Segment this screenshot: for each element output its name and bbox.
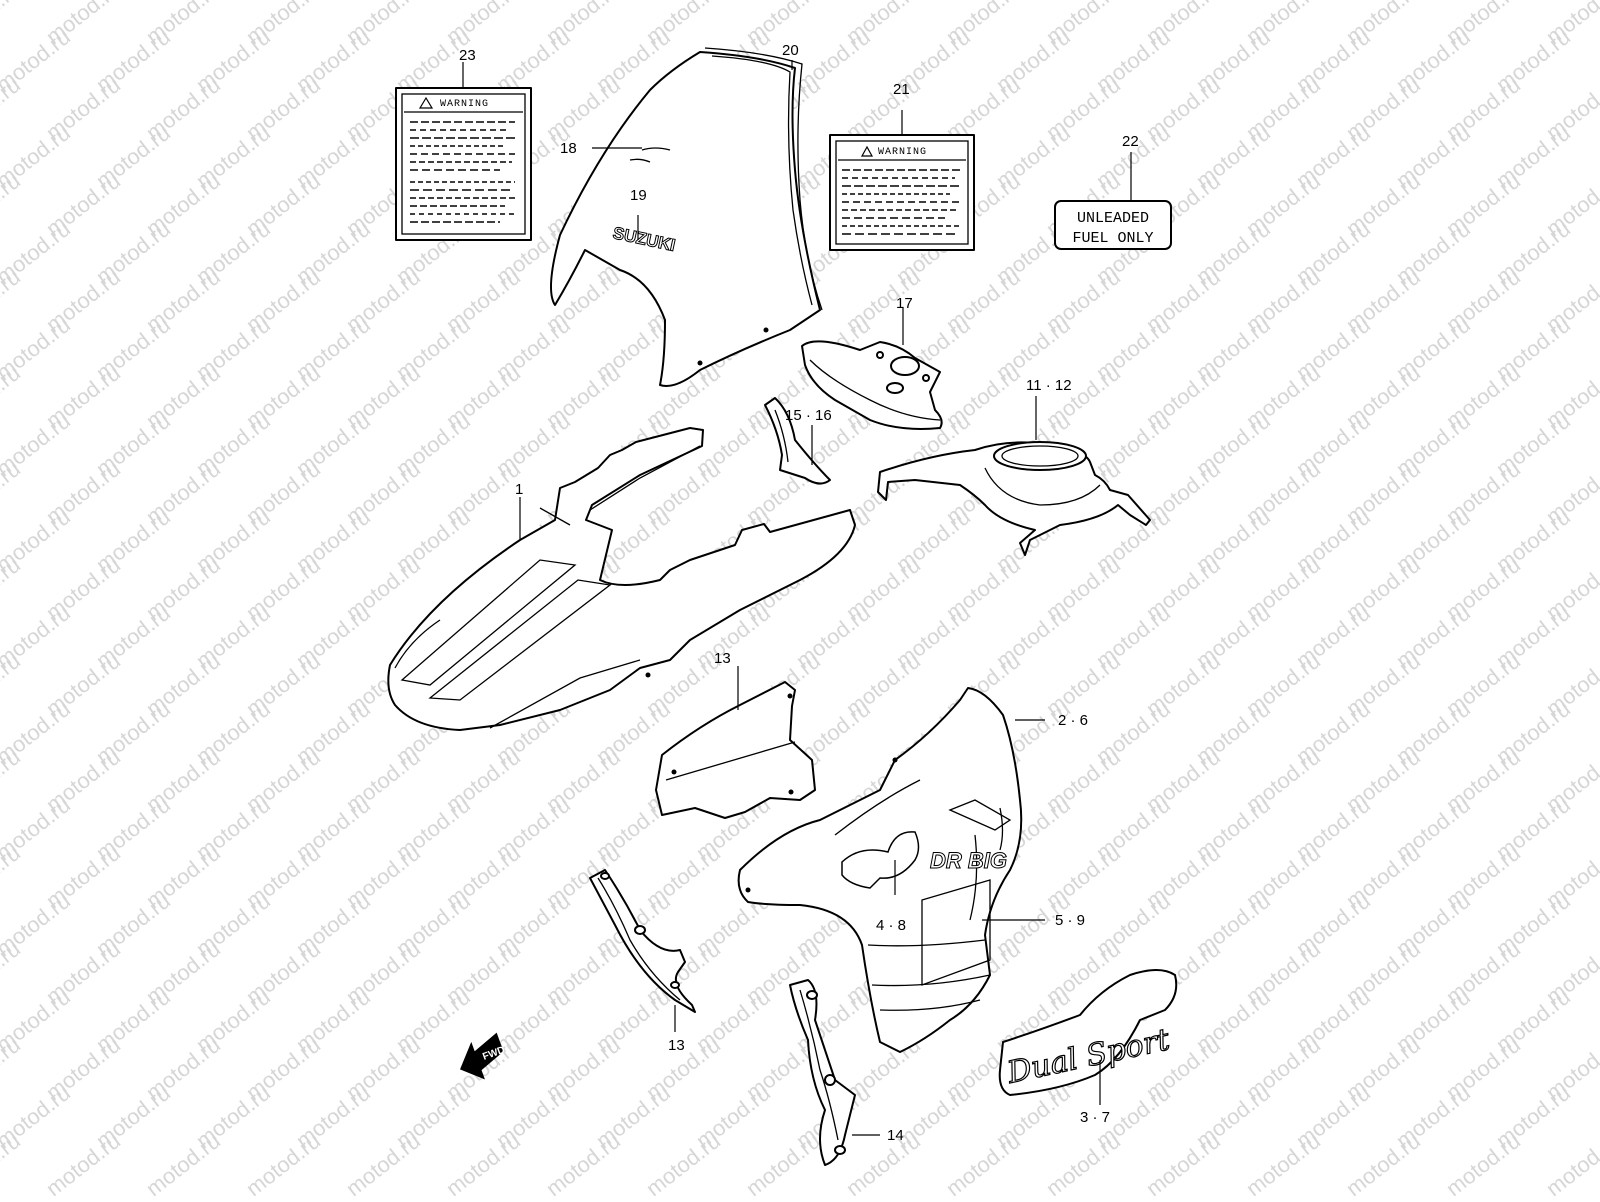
callout-18: 18 bbox=[560, 140, 577, 157]
callout-5-9: 5 · 9 bbox=[1055, 912, 1085, 929]
part-17-bracket bbox=[801, 308, 943, 430]
callout-1: 1 bbox=[515, 481, 523, 498]
part-18-windscreen: SUZUKI bbox=[550, 47, 823, 387]
warning-21-text: WARNING bbox=[878, 147, 927, 158]
callout-11-12: 13 bbox=[714, 650, 731, 667]
part-13-bracket bbox=[589, 869, 696, 1032]
callout-4-8: 4 · 8 bbox=[876, 917, 906, 934]
callout-10: 11 · 12 bbox=[1026, 377, 1072, 394]
emblem-text: DR BIG bbox=[930, 848, 1007, 873]
callout-17: 17 bbox=[896, 295, 913, 312]
part-23-warning-label: WARNING bbox=[395, 62, 532, 241]
callout-3-7: 3 · 7 bbox=[1080, 1109, 1110, 1126]
part-11-12-side-cover bbox=[655, 666, 816, 819]
fwd-arrow-icon: FWD bbox=[460, 1032, 506, 1080]
callout-13: 13 bbox=[668, 1037, 685, 1054]
part-2-6-shroud: DR BIG bbox=[737, 687, 1045, 1053]
callout-22: 22 bbox=[1122, 133, 1139, 150]
callout-20: 20 bbox=[782, 42, 799, 59]
fuel-label-line2: FUEL ONLY bbox=[1072, 230, 1153, 247]
warning-23-text: WARNING bbox=[440, 99, 489, 110]
part-21-warning-label: WARNING bbox=[829, 110, 975, 251]
part-15-16-bracket bbox=[764, 397, 831, 485]
callout-15-16: 15 · 16 bbox=[785, 407, 832, 424]
part-10-tank-cover bbox=[877, 396, 1151, 556]
callout-14: 14 bbox=[887, 1127, 904, 1144]
part-14-bracket bbox=[789, 979, 880, 1166]
callout-23: 23 bbox=[459, 47, 476, 64]
callout-21: 21 bbox=[893, 81, 910, 98]
callout-2-6: 2 · 6 bbox=[1058, 712, 1088, 729]
part-22-fuel-label: UNLEADED FUEL ONLY bbox=[1054, 152, 1172, 250]
fuel-label-line1: UNLEADED bbox=[1077, 210, 1149, 227]
callout-19: 19 bbox=[630, 187, 647, 204]
part-1-rear-cowl bbox=[387, 427, 856, 731]
part-3-7-decal: Dual Sport bbox=[998, 969, 1178, 1105]
